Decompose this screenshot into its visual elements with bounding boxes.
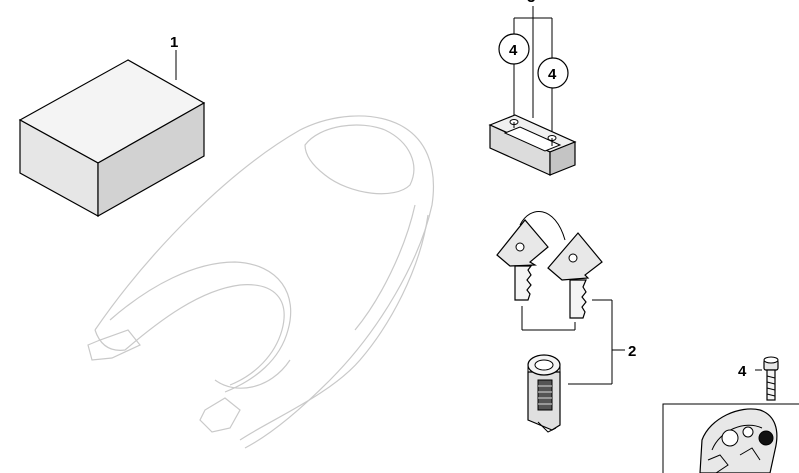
callout-1: 1 <box>170 34 178 51</box>
bracket-part <box>488 114 577 176</box>
key-ring-cord <box>519 211 566 241</box>
callout-4a: 4 <box>509 42 518 59</box>
box-part-1 <box>18 59 206 218</box>
callout-3: 3 <box>527 0 535 6</box>
lock-housing-detail <box>699 408 778 473</box>
callout-4b: 4 <box>548 66 557 83</box>
screw-icon <box>763 356 779 401</box>
bracket-leaders <box>513 6 553 138</box>
callout-4c: 4 <box>738 363 747 380</box>
seat-outline <box>87 115 434 449</box>
screw-callout-a: 4 <box>498 33 530 65</box>
lock-cylinder <box>527 354 561 433</box>
key-left <box>496 219 549 301</box>
callout-2: 2 <box>628 343 636 360</box>
screw-callout-b: 4 <box>537 57 569 89</box>
key-right <box>547 232 603 319</box>
lock-set-leaders <box>521 299 625 385</box>
detail-inset-frame <box>662 403 799 473</box>
